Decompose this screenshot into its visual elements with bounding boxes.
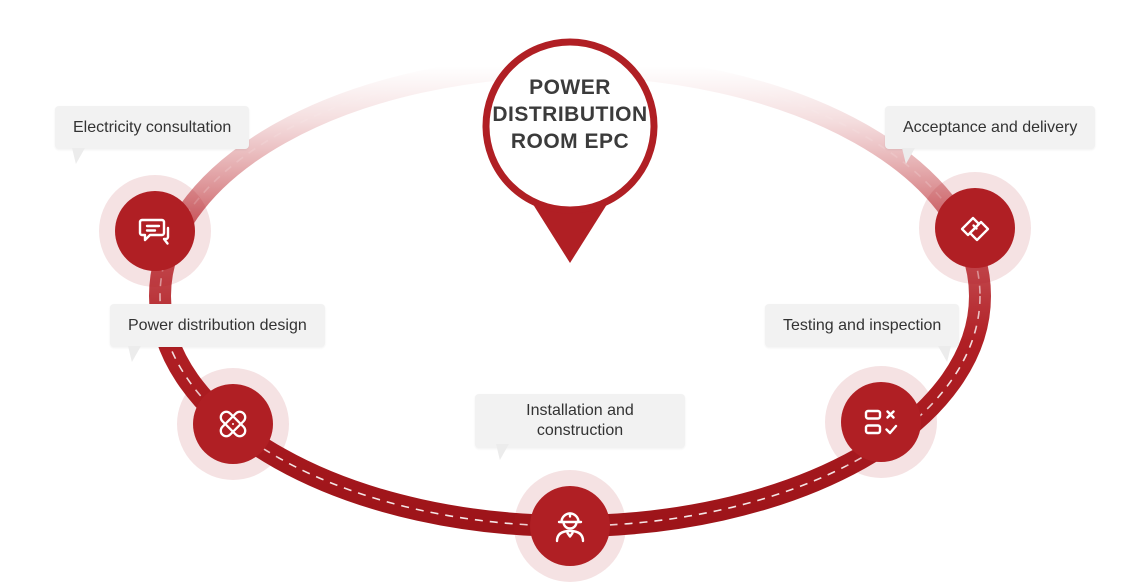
node-acceptance-delivery bbox=[935, 188, 1015, 268]
center-title-line3: ROOM EPC bbox=[510, 130, 630, 153]
node-installation-construction bbox=[530, 486, 610, 566]
node-testing-inspection bbox=[841, 382, 921, 462]
label-electricity-consultation: Electricity consultation bbox=[55, 106, 250, 149]
checklist-check-x-icon bbox=[859, 400, 903, 444]
handshake-icon bbox=[953, 206, 997, 250]
node-power-distribution-design bbox=[193, 384, 273, 464]
center-title: POWER DISTRIBUTION ROOM EPC bbox=[460, 74, 680, 155]
label-power-distribution-design: Power distribution design bbox=[110, 304, 325, 347]
bandage-cross-icon bbox=[211, 402, 255, 446]
label-acceptance-delivery: Acceptance and delivery bbox=[885, 106, 1096, 149]
center-pin bbox=[482, 38, 658, 263]
label-testing-inspection: Testing and inspection bbox=[765, 304, 960, 347]
center-title-line1: POWER bbox=[529, 76, 611, 99]
chat-icon bbox=[133, 209, 177, 253]
engineer-worker-icon bbox=[548, 504, 592, 548]
center-title-line2: DISTRIBUTION bbox=[492, 103, 648, 126]
node-electricity-consultation bbox=[115, 191, 195, 271]
label-installation-construction: Installation and construction bbox=[475, 394, 685, 448]
